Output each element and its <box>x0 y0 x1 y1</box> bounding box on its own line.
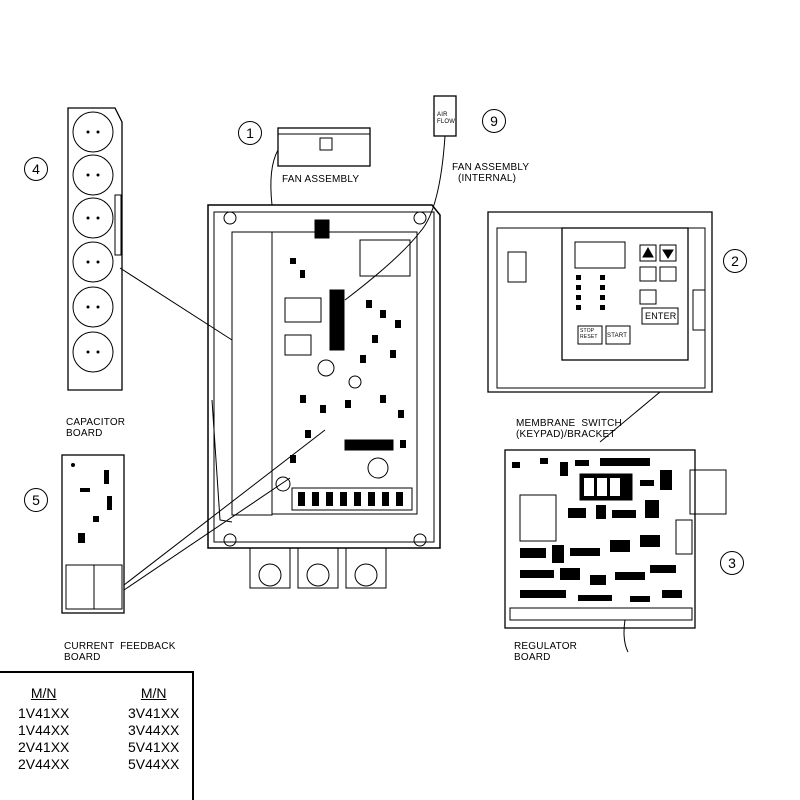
model-cell: 5V41XX <box>128 739 180 755</box>
drive-chassis <box>207 204 441 589</box>
capacitor-label-line2: BOARD <box>66 428 103 439</box>
capacitor-board <box>67 107 123 391</box>
callout-3: 3 <box>720 551 744 575</box>
model-cell: 1V41XX <box>18 705 70 721</box>
callout-1: 1 <box>238 121 262 145</box>
fan-assembly <box>270 127 371 206</box>
model-column-2: M/N 3V41XX 3V44XX 5V41XX 5V44XX <box>128 685 179 773</box>
membrane-label-line1: MEMBRANE SWITCH <box>516 418 622 429</box>
feedback-leader-line-1 <box>123 429 326 586</box>
fan-assembly-label: FAN ASSEMBLY <box>282 174 360 185</box>
internal-fan-label-line2: (INTERNAL) <box>458 173 517 184</box>
current-feedback-label-line1: CURRENT FEEDBACK <box>64 641 176 652</box>
model-column-2-header: M/N <box>140 685 167 701</box>
capacitor-label-line1: CAPACITOR <box>66 417 126 428</box>
model-cell: 2V44XX <box>18 756 70 772</box>
callout-2: 2 <box>723 249 747 273</box>
air-flow-label: AIR FLOW <box>437 112 456 125</box>
keypad-start-label: START <box>607 333 628 339</box>
model-column-1-header: M/N <box>30 685 57 701</box>
keypad-leader-line <box>599 391 661 443</box>
internal-fan-label-line1: FAN ASSEMBLY <box>452 162 530 173</box>
model-cell: 1V44XX <box>18 722 70 738</box>
regulator-label-line2: BOARD <box>514 652 551 663</box>
capacitor-leader-line <box>119 267 233 341</box>
model-cell: 3V41XX <box>128 705 180 721</box>
model-cell: 5V44XX <box>128 756 180 772</box>
current-feedback-label-line2: BOARD <box>64 652 101 663</box>
keypad-enter-label: ENTER <box>645 311 677 321</box>
keypad-stop-label: STOP RESET <box>580 328 598 340</box>
regulator-label-line1: REGULATOR <box>514 641 578 652</box>
regulator-board <box>504 449 727 653</box>
keypad-bracket <box>487 211 713 393</box>
feedback-leader-line-2 <box>123 477 291 591</box>
model-cell: 2V41XX <box>18 739 70 755</box>
membrane-label-line2: (KEYPAD)/BRACKET <box>516 429 616 440</box>
model-number-table: M/N 1V41XX 1V44XX 2V41XX 2V44XX M/N 3V41… <box>0 671 194 800</box>
model-column-1: M/N 1V41XX 1V44XX 2V41XX 2V44XX <box>18 685 69 773</box>
callout-5: 5 <box>24 488 48 512</box>
model-cell: 3V44XX <box>128 722 180 738</box>
current-feedback-board <box>61 454 125 614</box>
callout-4: 4 <box>24 157 48 181</box>
callout-9: 9 <box>482 109 506 133</box>
